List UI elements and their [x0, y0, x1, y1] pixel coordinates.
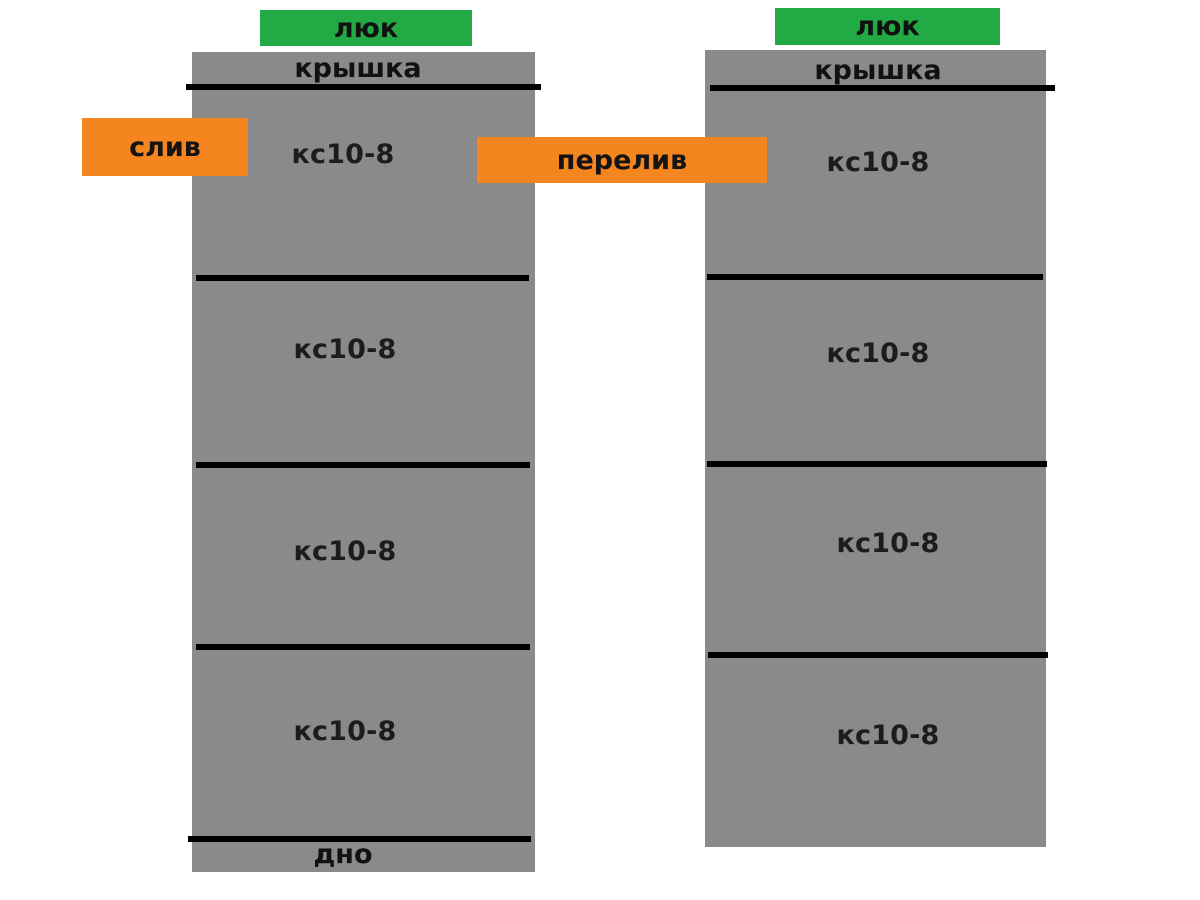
drain-pipe-bar: слив: [82, 118, 248, 176]
left-tank-lid-divider: [186, 84, 541, 90]
left-tank-lid-label: крышка: [294, 53, 422, 84]
left-tank-bottom-label: дно: [313, 839, 373, 870]
left-tank-divider-1: [196, 275, 529, 281]
right-tank-lid-divider: [710, 85, 1055, 91]
left-tank-divider-3: [196, 644, 530, 650]
drain-pipe-label: слив: [129, 131, 201, 163]
left-tank-ring-label-4: кс10-8: [293, 716, 397, 747]
overflow-pipe-bar: перелив: [477, 137, 767, 183]
left-tank-ring-label-2: кс10-8: [293, 334, 397, 365]
overflow-pipe-label: перелив: [556, 144, 688, 176]
right-tank-lid-label: крышка: [814, 55, 942, 86]
right-tank-hatch-bar: люк: [775, 8, 1000, 45]
left-tank-bottom-divider: [188, 836, 531, 842]
left-tank-ring-label-1: кс10-8: [291, 139, 395, 170]
right-tank-divider-3: [708, 652, 1048, 658]
right-tank-ring-label-1: кс10-8: [826, 147, 930, 178]
left-tank-ring-label-3: кс10-8: [293, 536, 397, 567]
right-tank-divider-1: [707, 274, 1043, 280]
left-tank-divider-2: [196, 462, 530, 468]
right-tank-divider-2: [707, 461, 1047, 467]
right-tank-hatch-label: люк: [855, 11, 920, 42]
right-tank-ring-label-4: кс10-8: [836, 720, 940, 751]
left-tank-hatch-bar: люк: [260, 10, 472, 46]
right-tank-ring-label-2: кс10-8: [826, 338, 930, 369]
right-tank-ring-label-3: кс10-8: [836, 528, 940, 559]
left-tank-hatch-label: люк: [333, 12, 399, 44]
